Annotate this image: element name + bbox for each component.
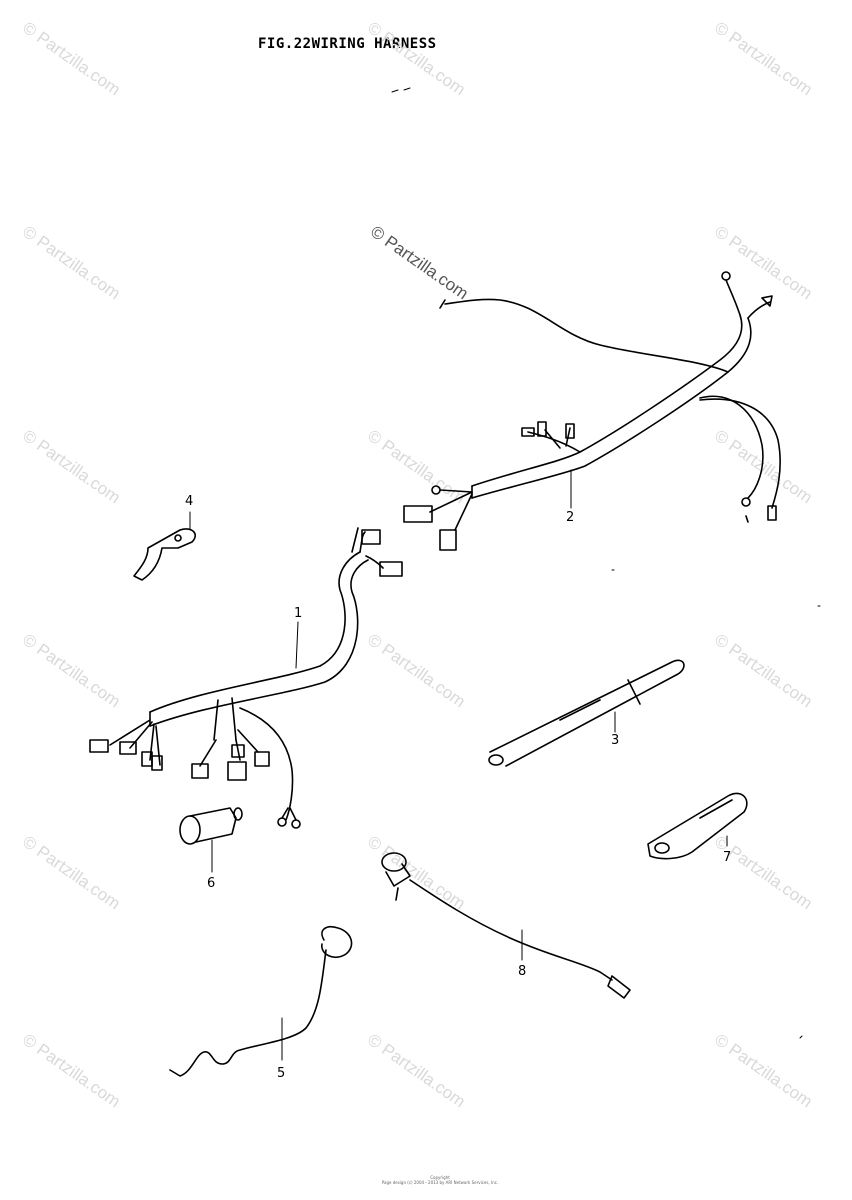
callout-5: 5	[277, 1066, 286, 1081]
figure-title: FIG.22WIRING HARNESS	[258, 36, 437, 52]
cap	[179, 807, 243, 845]
speck-marks	[391, 87, 821, 1039]
callout-1: 1	[294, 606, 303, 621]
callout-6: 6	[207, 876, 216, 891]
lead-wire	[169, 925, 353, 1077]
footer: Copyright Page design (c) 2004 - 2013 by…	[370, 1175, 510, 1185]
switch-lead	[381, 852, 631, 999]
clamp	[133, 528, 196, 581]
leader-lines	[189, 469, 728, 1061]
callout-8: 8	[518, 964, 527, 979]
footer-line-2: Page design (c) 2004 - 2013 by ARI Netwo…	[381, 1180, 499, 1185]
callout-2: 2	[566, 510, 575, 525]
main-harness	[89, 527, 403, 829]
callout-4: 4	[185, 494, 194, 509]
sub-harness	[403, 271, 781, 551]
callout-7: 7	[723, 850, 732, 865]
sleeve-tube	[488, 659, 685, 767]
footer-line-1: Copyright	[430, 1175, 450, 1180]
callout-3: 3	[611, 733, 620, 748]
clamp-plate	[647, 792, 748, 860]
